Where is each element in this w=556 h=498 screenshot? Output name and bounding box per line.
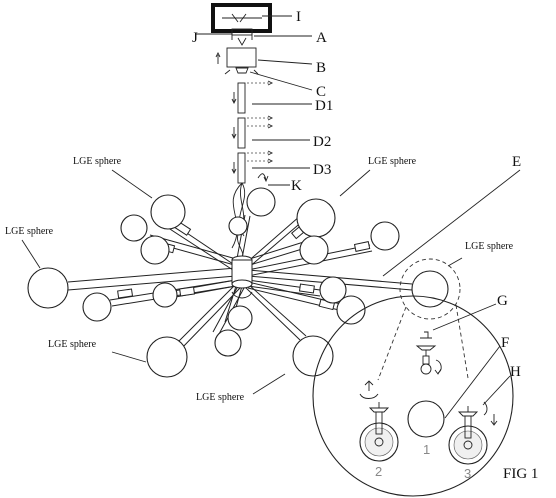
label-d2: D2 [313, 134, 331, 150]
step-number: 1 [423, 442, 430, 457]
step-number: 2 [375, 464, 382, 479]
sphere-label: LGE sphere [196, 392, 245, 403]
sphere [152, 282, 178, 308]
label-e: E [512, 154, 521, 170]
sphere [150, 194, 186, 230]
label-f: F [501, 335, 509, 351]
detail-step-2 [359, 380, 399, 462]
sphere-label: LGE sphere [465, 241, 514, 252]
sphere [228, 216, 248, 236]
sphere [120, 214, 148, 242]
detail-callout-circle [399, 258, 461, 320]
label-b: B [316, 60, 326, 76]
label-g: G [497, 293, 508, 309]
sphere-label: LGE sphere [73, 156, 122, 167]
sphere-label: LGE sphere [48, 339, 97, 350]
label-h: H [510, 364, 521, 380]
step-number: 3 [464, 466, 471, 481]
label-d1: D1 [315, 98, 333, 114]
spheres [27, 187, 449, 378]
sphere [227, 305, 253, 331]
sphere [246, 187, 276, 217]
sphere [27, 267, 69, 309]
sphere [146, 336, 188, 378]
figure-title: FIG 1 [503, 466, 538, 482]
label-c: C [316, 84, 326, 100]
sphere [214, 329, 242, 357]
sphere-label: LGE sphere [368, 156, 417, 167]
detail-callout-link [377, 304, 469, 381]
detail-step-3 [448, 401, 498, 465]
sphere [370, 221, 400, 251]
sphere [411, 270, 449, 308]
leader-lines [21, 15, 521, 419]
sphere [319, 276, 347, 304]
center-hub [231, 255, 253, 299]
sphere [336, 295, 366, 325]
label-a: A [316, 30, 327, 46]
label-i: I [296, 9, 301, 25]
sphere [140, 235, 170, 265]
sphere [292, 335, 334, 377]
detail-sphere-1 [407, 400, 445, 438]
cover-cup-b [215, 47, 259, 75]
label-d3: D3 [313, 162, 331, 178]
label-j: J [192, 30, 198, 46]
label-k: K [291, 178, 302, 194]
sphere-label: LGE sphere [5, 226, 54, 237]
sphere [296, 198, 336, 238]
detail-inset [312, 295, 514, 497]
ceiling-canopy [211, 3, 272, 36]
sphere [82, 292, 112, 322]
mounting-screws [196, 30, 253, 46]
bulb-socket-g [415, 331, 442, 375]
sphere [299, 235, 329, 265]
